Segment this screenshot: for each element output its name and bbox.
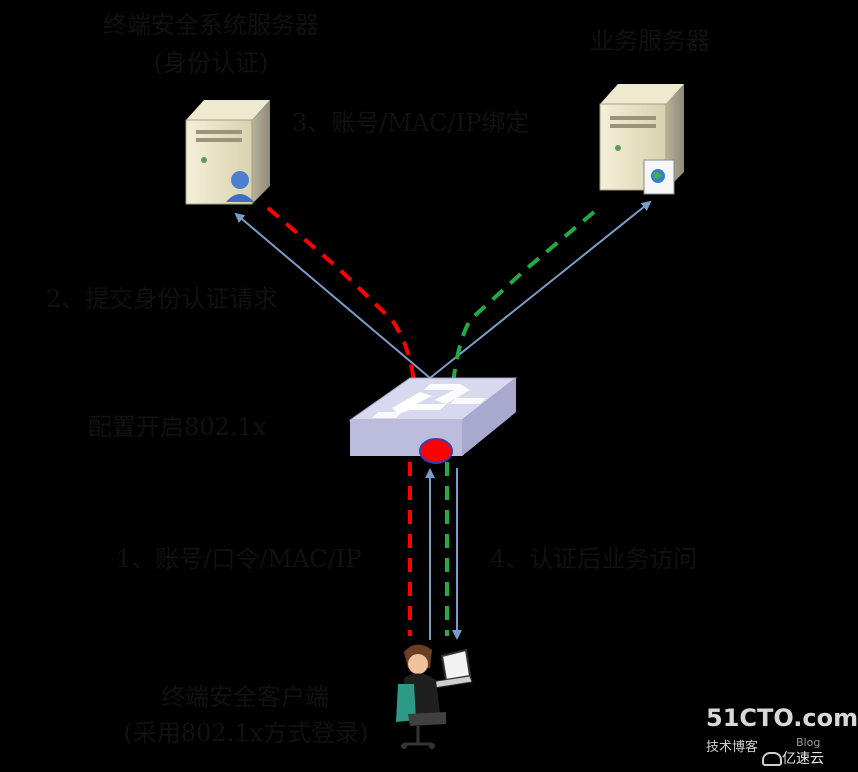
client-subtitle: (采用802.1x方式登录) — [123, 719, 369, 747]
request-arrow-to-business-server — [429, 200, 652, 379]
watermark-tagline: 技术博客 — [706, 740, 759, 755]
switch-port-icon — [419, 438, 453, 464]
server-globe-icon — [599, 84, 684, 195]
auth-server-title: 终端安全系统服务器 — [103, 11, 319, 39]
step4-label: 4、认证后业务访问 — [490, 545, 698, 573]
client-title: 终端安全客户端 — [161, 683, 329, 711]
step3-label: 3、账号/MAC/IP绑定 — [292, 109, 530, 137]
step1-label: 1、账号/口令/MAC/IP — [116, 545, 362, 573]
switch-label: 配置开启802.1x — [88, 413, 267, 441]
step2-label: 2、提交身份认证请求 — [46, 285, 278, 313]
cloud-logo-icon — [762, 752, 782, 766]
watermark-site: 51CTO.com — [706, 704, 858, 732]
business-server-title: 业务服务器 — [590, 27, 710, 55]
business-path-upper — [448, 210, 596, 431]
network-switch-icon — [348, 377, 518, 456]
watermark-blog: Blog — [796, 736, 821, 749]
auth-server-subtitle: (身份认证) — [153, 49, 269, 77]
person-laptop-icon — [396, 644, 473, 749]
watermark-brand: 亿速云 — [782, 751, 824, 767]
server-user-icon — [185, 100, 270, 205]
request-arrow-to-auth-server — [234, 212, 431, 379]
